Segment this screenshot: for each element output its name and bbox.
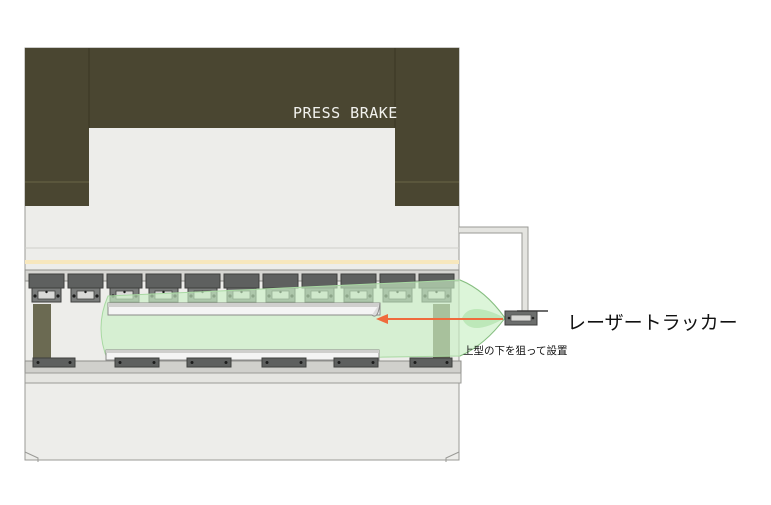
clamp-bolt — [162, 290, 165, 294]
bed-block-body — [114, 357, 160, 368]
bed-block-body — [333, 357, 379, 368]
clamp-bolt — [123, 290, 126, 294]
ram-cream-stripe — [25, 260, 459, 264]
bed-block — [114, 357, 160, 368]
press-brake-frame: PRESS BRAKE — [24, 47, 460, 461]
bed-block-bolt — [299, 361, 303, 364]
clamp-bolt — [56, 294, 60, 298]
bed-block-body — [32, 357, 76, 368]
left-side-frame — [25, 48, 89, 206]
bed-block-bolt — [445, 361, 449, 364]
upper-punch-tip — [371, 302, 381, 317]
clamp-head — [67, 273, 104, 289]
clamp-unit — [67, 273, 104, 303]
clamp-head — [28, 273, 65, 289]
machine-name: PRESS BRAKE — [293, 104, 398, 122]
bed-block-bolt — [190, 361, 194, 364]
clamp-head — [184, 273, 221, 289]
lower-bed — [24, 357, 462, 462]
bed-block-bolt — [265, 361, 269, 364]
tracker-cable — [459, 226, 529, 311]
clamp-head — [223, 273, 260, 289]
clamp-head — [145, 273, 182, 289]
bed-block-bolt — [337, 361, 341, 364]
bed-block — [32, 357, 76, 368]
tracker-lens-right — [531, 316, 535, 320]
lower-die-shade — [106, 350, 379, 353]
clamp-bolt — [84, 290, 87, 294]
bed-block-bolt — [371, 361, 375, 364]
bed-die-blocks — [32, 357, 453, 368]
tracker-lens-left — [507, 316, 511, 320]
bed-block-bolt — [152, 361, 156, 364]
bed-top-bar — [24, 360, 462, 374]
right-side-frame — [395, 48, 459, 206]
clamp-head — [262, 273, 299, 289]
upper-punch-shade — [108, 303, 380, 307]
bed-block — [409, 357, 453, 368]
cable-inner — [459, 227, 528, 311]
bed-block-body — [186, 357, 232, 368]
bed-block-body — [261, 357, 307, 368]
clamp-bolt — [33, 294, 37, 298]
bed-block-bolt — [413, 361, 417, 364]
left-post — [33, 304, 51, 362]
bed-block — [186, 357, 232, 368]
tracker-window — [510, 314, 532, 322]
bed-block-body — [409, 357, 453, 368]
laser-tracker-icon — [504, 310, 548, 326]
bed-foot-left — [24, 451, 39, 462]
upper-punch-icon — [107, 302, 381, 317]
bed-block-bolt — [36, 361, 40, 364]
bed-lower-bar — [24, 372, 462, 384]
clamp-bolt — [95, 294, 99, 298]
clamp-bolt — [45, 290, 48, 294]
bed-foot-right — [445, 451, 460, 462]
laser-arrow-head — [376, 314, 388, 324]
device-label: レーザートラッカー — [567, 312, 738, 334]
lower-die-icon — [105, 349, 380, 361]
bed-block-bolt — [68, 361, 72, 364]
bed-block-bolt — [224, 361, 228, 364]
bed-block — [333, 357, 379, 368]
bed-block-bolt — [118, 361, 122, 364]
clamp-head — [106, 273, 143, 289]
clamp-bolt — [72, 294, 76, 298]
laser-arrow — [376, 314, 503, 324]
annotation-note: 上型の下を狙って設置 — [463, 344, 567, 357]
bed-block — [261, 357, 307, 368]
upper-crown — [25, 48, 459, 128]
clamp-unit — [28, 273, 65, 303]
